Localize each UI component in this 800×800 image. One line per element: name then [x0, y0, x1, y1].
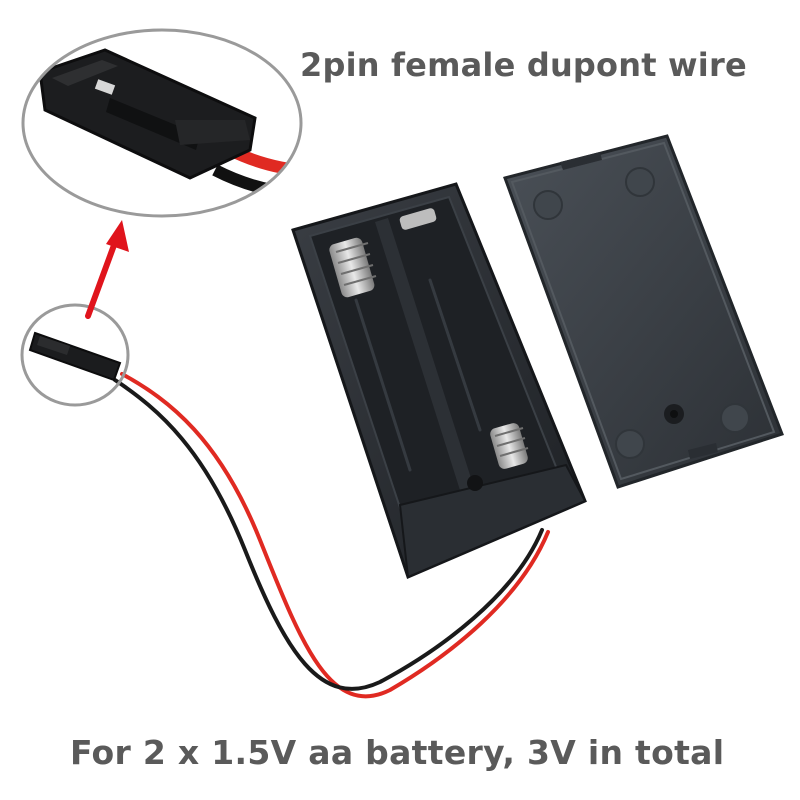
battery-lid	[503, 134, 784, 489]
bottom-caption: For 2 x 1.5V aa battery, 3V in total	[70, 733, 725, 772]
spring-contact-right	[490, 423, 529, 469]
wire-pair	[113, 372, 550, 699]
flat-contact-top	[399, 208, 437, 230]
dupont-connector	[20, 303, 130, 407]
spring-contact-left	[329, 237, 377, 298]
red-arrow-up-icon	[85, 220, 129, 319]
battery-holder	[291, 182, 587, 580]
zoom-callout-circle	[21, 28, 303, 218]
title-caption: 2pin female dupont wire	[300, 46, 747, 84]
